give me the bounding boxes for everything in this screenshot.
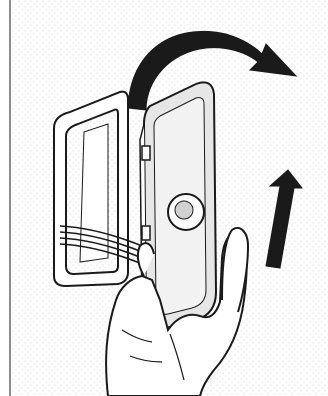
side-clip-lower	[142, 226, 150, 240]
side-clip-upper	[142, 146, 150, 160]
wall-bracket	[54, 92, 128, 286]
